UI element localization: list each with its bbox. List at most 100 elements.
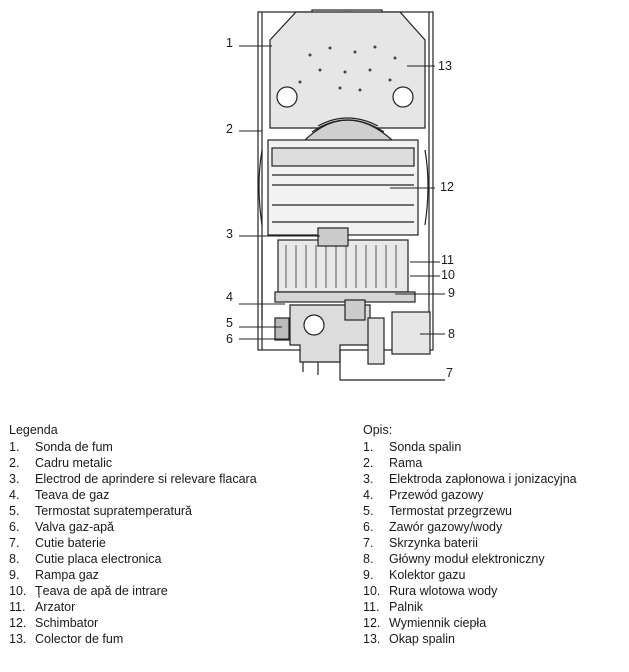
legend-label: Schimbator [35,616,99,630]
legend-item: 1. Sonda spalin [363,439,577,455]
callout-5: 5 [226,316,233,330]
electronic-box [391,311,431,355]
legend-item: 4. Przewód gazowy [363,487,577,503]
legend-item: 7. Skrzynka baterii [363,535,577,551]
legend-num: 13. [9,632,27,646]
legend-item: 13. Okap spalin [363,631,577,647]
legend-num: 1. [363,440,374,454]
legend-label: Teava de gaz [35,488,110,502]
legend-title: Legenda [9,423,58,437]
legend-num: 2. [9,456,20,470]
legend-item: 2. Cadru metalic [9,455,257,471]
legend-item: 12. Schimbator [9,615,257,631]
legend-num: 8. [363,552,374,566]
legend-label: Kolektor gazu [389,568,466,582]
legend-romanian: Legenda 1. Sonda de fum 2. Cadru metalic 3… [9,422,257,647]
legend-item: 11. Arzator [9,599,257,615]
legend-item: 9. Kolektor gazu [363,567,577,583]
legend-item: 1. Sonda de fum [9,439,257,455]
legend-item: 10. Rura wlotowa wody [363,583,577,599]
legend-label: Przewód gazowy [389,488,484,502]
callout-1: 1 [226,36,233,50]
legend-label: Okap spalin [389,632,456,646]
legend-label: Cutie placa electronica [35,552,162,566]
callout-2: 2 [226,122,233,136]
legend-num: 11. [9,600,26,614]
legend-num: 7. [363,536,374,550]
callout-6: 6 [226,332,233,346]
legend-item: 5. Termostat przegrzewu [363,503,577,519]
legend-item: 11. Palnik [363,599,577,615]
legend-label: Valva gaz-apă [35,520,114,534]
legend-polish: Opis: 1. Sonda spalin 2. Rama 3. Elektroda … [363,422,577,647]
legend-num: 7. [9,536,20,550]
legend-label: Rura wlotowa wody [389,584,498,598]
legend-num: 5. [9,504,20,518]
legend-label: Ţeava de apă de intrare [35,584,168,598]
legend-item: 2. Rama [363,455,577,471]
legend-item: 3. Electrod de aprindere si relevare flac… [9,471,257,487]
callout-10: 10 [441,268,455,282]
legend-label: Termostat supratemperatură [35,504,193,518]
legend-label: Electrod de aprindere si relevare flacar… [35,472,257,486]
callout-13: 13 [438,59,452,73]
legend-label: Rampa gaz [35,568,99,582]
callout-9: 9 [448,286,455,300]
flue-hood [269,11,426,129]
legend-num: 9. [9,568,20,582]
legend-num: 10. [363,584,381,598]
legend-num: 6. [9,520,20,534]
legend-label: Wymiennik ciepła [389,616,487,630]
battery-box [367,317,385,365]
callout-11: 11 [441,253,454,267]
legend-label: Colector de fum [35,632,124,646]
legend-num: 4. [9,488,20,502]
legend-item: 12. Wymiennik ciepła [363,615,577,631]
legend-num: 11. [363,600,380,614]
legend-label: Zawór gazowy/wody [389,520,503,534]
legend-num: 8. [9,552,20,566]
legend-num: 12. [363,616,381,630]
callout-12: 12 [440,180,454,194]
legend-num: 2. [363,456,374,470]
legend-item: 3. Elektroda zapłonowa i jonizacyjna [363,471,577,487]
legend-num: 3. [363,472,374,486]
legend-num: 10. [9,584,27,598]
legend-num: 1. [9,440,20,454]
legend-num: 9. [363,568,374,582]
burner [277,239,409,293]
legend-item: 10. Ţeava de apă de intrare [9,583,257,599]
legend-label: Rama [389,456,423,470]
callout-3: 3 [226,227,233,241]
legend-label: Sonda de fum [35,440,113,454]
legend-item: 5. Termostat supratemperatură [9,503,257,519]
legend-num: 13. [363,632,381,646]
legend-num: 4. [363,488,374,502]
callout-8: 8 [448,327,455,341]
callout-7: 7 [446,366,453,380]
legend-item: 4. Teava de gaz [9,487,257,503]
legend-num: 6. [363,520,374,534]
legend-item: 8. Cutie placa electronica [9,551,257,567]
legend-item: 13. Colector de fum [9,631,257,647]
legend-label: Główny moduł elektroniczny [389,552,545,566]
legend-label: Elektroda zapłonowa i jonizacyjna [389,472,577,486]
legend-label: Cadru metalic [35,456,113,470]
legend-num: 12. [9,616,27,630]
legend-num: 5. [363,504,374,518]
legend-num: 3. [9,472,20,486]
legend-title: Opis: [363,423,393,437]
legend-item: 7. Cutie baterie [9,535,257,551]
legend-label: Palnik [389,600,424,614]
legend-item: 6. Valva gaz-apă [9,519,257,535]
legend-label: Cutie baterie [35,536,106,550]
legend-item: 8. Główny moduł elektroniczny [363,551,577,567]
legend-item: 6. Zawór gazowy/wody [363,519,577,535]
heater-diagram: 1 2 3 4 5 6 7 8 9 10 11 12 13 [226,9,455,381]
legend-label: Sonda spalin [389,440,462,454]
legend-label: Termostat przegrzewu [389,504,512,518]
legend-item: 9. Rampa gaz [9,567,257,583]
legend-label: Arzator [35,600,76,614]
legend-label: Skrzynka baterii [389,536,478,550]
callout-4: 4 [226,290,233,304]
